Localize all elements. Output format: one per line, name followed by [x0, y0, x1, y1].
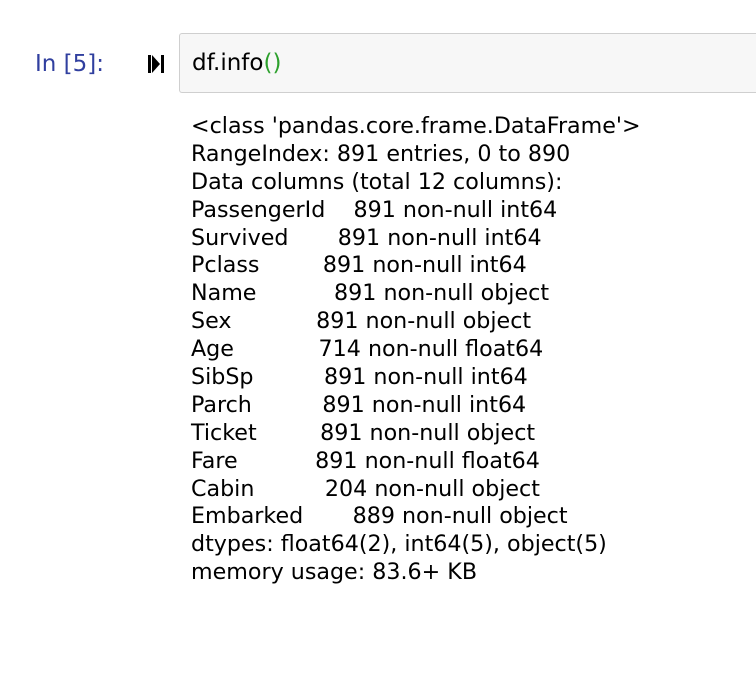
code-line[interactable]: df.info(): [192, 49, 281, 77]
output-line: Data columns (total 12 columns):: [191, 168, 563, 195]
output-line: Name 891 non-null object: [191, 280, 550, 307]
output-line: PassengerId 891 non-null int64: [191, 196, 558, 223]
output-line: Ticket 891 non-null object: [191, 419, 536, 446]
output-line: memory usage: 83.6+ KB: [191, 559, 478, 586]
output-line: Sex 891 non-null object: [191, 308, 532, 335]
output-line: Cabin 204 non-null object: [191, 475, 540, 502]
output-line: Parch 891 non-null int64: [191, 391, 527, 418]
output-line: Fare 891 non-null float64: [191, 447, 540, 474]
output-line: Pclass 891 non-null int64: [191, 252, 527, 279]
code-text: df.info: [192, 50, 264, 76]
output-line: SibSp 891 non-null int64: [191, 364, 528, 391]
output-line: Survived 891 non-null int64: [191, 224, 542, 251]
output-line: Embarked 889 non-null object: [191, 503, 568, 530]
cell-output: <class 'pandas.core.frame.DataFrame'> Ra…: [191, 113, 641, 587]
output-line: dtypes: float64(2), int64(5), object(5): [191, 531, 607, 558]
output-line: Age 714 non-null float64: [191, 336, 544, 363]
code-parens: (): [263, 50, 282, 76]
output-line: <class 'pandas.core.frame.DataFrame'>: [191, 113, 641, 139]
input-prompt: In [5]:: [35, 51, 104, 77]
run-cell-icon[interactable]: [147, 52, 167, 76]
output-line: RangeIndex: 891 entries, 0 to 890: [191, 140, 571, 167]
code-input-area[interactable]: df.info(): [179, 33, 756, 93]
